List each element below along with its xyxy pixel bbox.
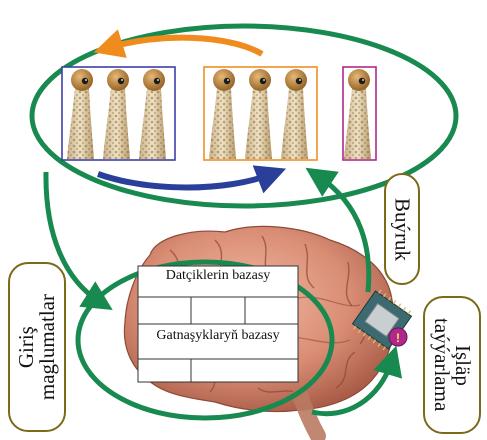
stalk-image [139, 69, 166, 159]
blue-arrow [97, 165, 287, 194]
processing-flow-arrow [311, 345, 403, 417]
stalk-image [67, 69, 94, 159]
relations-database-title: Gatnaşyklaryň bazasy [156, 328, 280, 343]
stalk-images [67, 69, 371, 159]
orange-arrow [93, 29, 264, 58]
stalk-image [245, 69, 272, 159]
stalk-image [344, 69, 371, 159]
exclamation-badge-icon: ! [388, 327, 408, 347]
relations-database-table [137, 323, 299, 383]
command-flow-arrow [305, 167, 372, 293]
input-data-label-line2: maglumatlar [35, 293, 59, 401]
svg-text:!: ! [396, 331, 400, 345]
bottom-cycle-ellipse [75, 259, 335, 421]
input-data-label: Giriş maglumatlar [8, 262, 66, 432]
processing-label: Işläp taýýarlama [423, 296, 481, 434]
input-data-label-line1: Giriş [14, 326, 38, 368]
top-cycle-ellipse [29, 23, 459, 209]
command-label-text: Buýruk [390, 197, 415, 261]
stalk-image [281, 69, 308, 159]
command-label: Buýruk [384, 173, 420, 285]
stalk-image [209, 69, 236, 159]
stalk-image [103, 69, 130, 159]
input-flow-arrow [43, 171, 113, 310]
sensor-database-title: Datçiklerin bazasy [165, 268, 271, 283]
processing-label-line2: taýýarlama [430, 318, 454, 412]
processing-label-line1: Işläp [451, 344, 475, 386]
